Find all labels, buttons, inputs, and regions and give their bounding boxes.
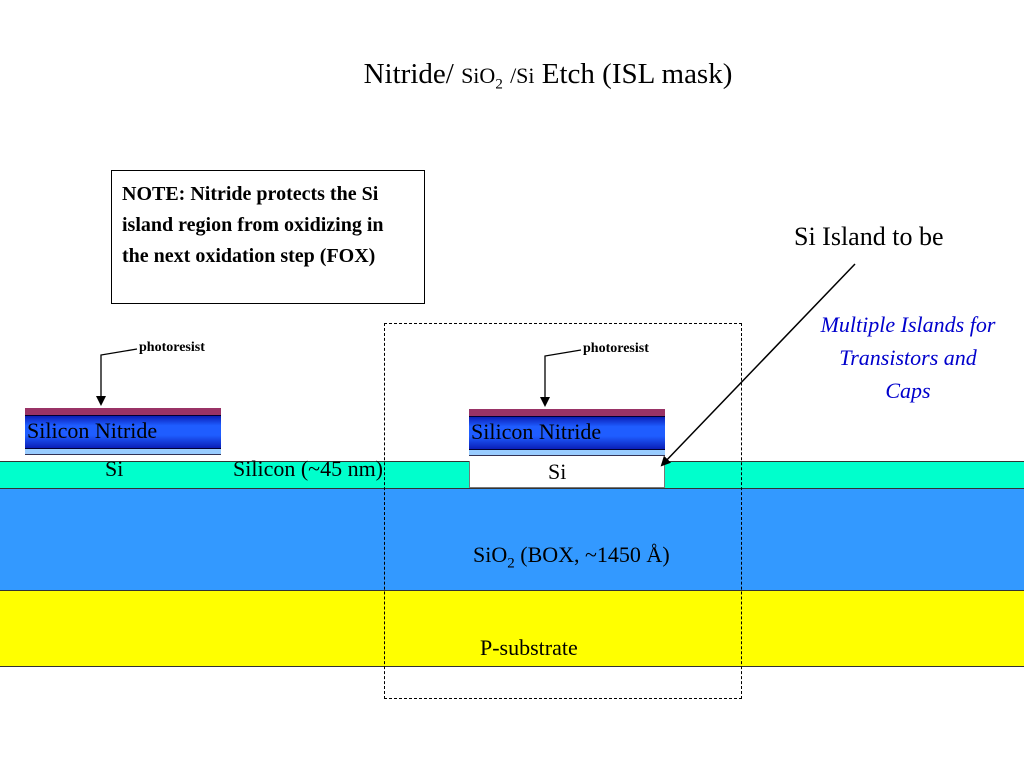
left-thin-oxide-layer <box>25 449 221 455</box>
box-label-rest: (BOX, ~1450 Å) <box>520 542 670 567</box>
box-label-sub: 2 <box>507 555 515 572</box>
title-sio-sub: 2 <box>495 76 503 93</box>
left-photoresist-layer <box>25 408 221 415</box>
note-box: NOTE: Nitride protects the Si island reg… <box>111 170 425 304</box>
title-part2: SiO2 <box>461 63 503 92</box>
island-region-outline <box>384 323 742 699</box>
left-si-label: Si <box>105 456 124 481</box>
si-island-arrow <box>660 263 856 467</box>
right-photoresist-label: photoresist <box>583 341 649 356</box>
title-part3: /Si <box>510 63 535 88</box>
left-nitride-layer: Silicon Nitride <box>25 415 221 449</box>
left-photoresist-arrow <box>96 348 138 406</box>
title-part4: Etch (ISL mask) <box>541 58 733 90</box>
page-title: Nitride/ SiO2 /Si Etch (ISL mask) <box>0 58 1024 93</box>
left-stack: Silicon Nitride <box>25 408 221 455</box>
multiple-islands-label: Multiple Islands for Transistors and Cap… <box>820 312 996 403</box>
p-substrate-label: P-substrate <box>480 635 578 660</box>
box-label-sio: SiO <box>473 542 508 567</box>
right-photoresist-layer <box>469 409 665 416</box>
right-si-label: Si <box>548 459 567 484</box>
si-island-label: Si Island to be <box>794 222 944 251</box>
right-photoresist-arrow <box>540 349 582 407</box>
title-part1: Nitride/ <box>363 58 454 90</box>
box-oxide-label: SiO2 (BOX, ~1450 Å) <box>473 542 670 572</box>
right-nitride-layer: Silicon Nitride <box>469 416 665 450</box>
silicon-layer-label: Silicon (~45 nm) <box>233 456 384 481</box>
right-thin-oxide-layer <box>469 450 665 456</box>
right-stack: Silicon Nitride <box>469 409 665 456</box>
right-si-island <box>469 461 665 488</box>
left-photoresist-label: photoresist <box>139 340 205 355</box>
p-substrate-layer <box>0 590 1024 667</box>
title-sio: SiO <box>461 63 496 88</box>
